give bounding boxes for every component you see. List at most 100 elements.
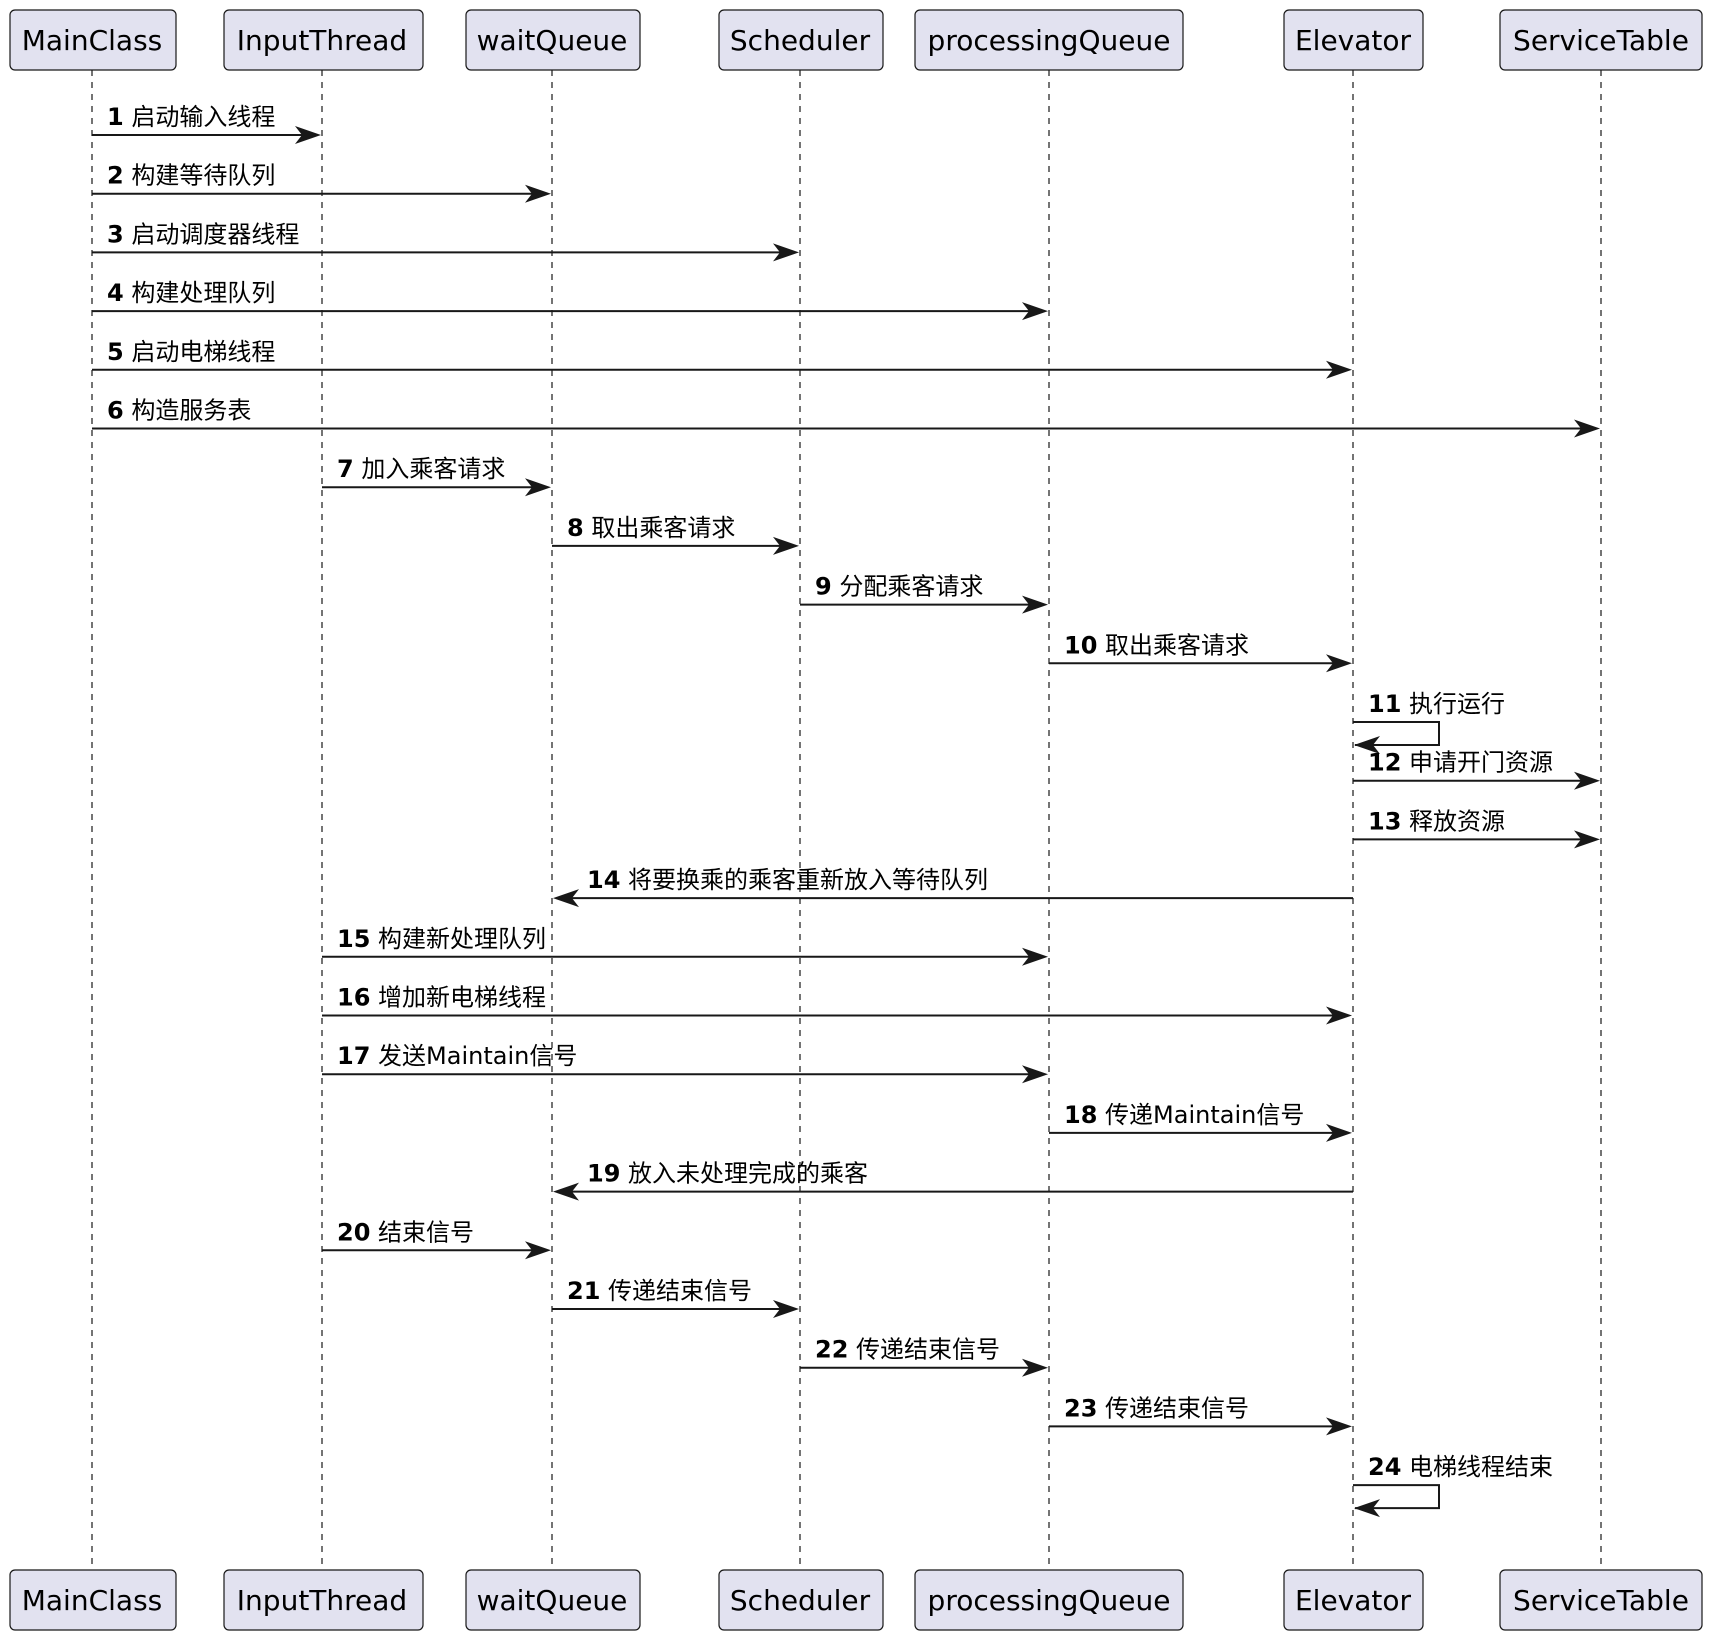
message-text: 传递结束信号 [1105,1394,1249,1422]
arrowhead [773,1300,799,1318]
arrowhead [1326,1417,1352,1436]
message-space [370,925,378,953]
message-label: 10 取出乘客请求 [1064,631,1249,659]
participant-inputthread-bottom: InputThread [223,1569,424,1631]
participant-box [718,9,884,71]
message-label: 4 构建处理队列 [107,279,275,307]
arrowhead [1574,419,1600,438]
message-label: 12 申请开门资源 [1368,749,1553,777]
participant-label: Scheduler [730,1584,871,1617]
participant-box [1499,9,1703,71]
message-space [124,162,132,190]
message-text: 启动电梯线程 [131,338,275,366]
message-4: 4 构建处理队列 [92,279,1048,321]
message-space [832,573,840,601]
message-space [620,866,628,894]
message-text: 启动调度器线程 [131,220,299,248]
message-label: 11 执行运行 [1368,690,1505,718]
arrowhead [1574,830,1600,849]
message-number: 19 [587,1160,620,1188]
message-number: 18 [1064,1101,1097,1129]
message-number: 5 [107,338,124,366]
participant-box [1499,1569,1703,1631]
message-label: 22 传递结束信号 [815,1336,1000,1364]
message-text: 取出乘客请求 [1105,631,1249,659]
participant-box [465,1569,641,1631]
arrowhead [1326,654,1352,673]
message-number: 23 [1064,1394,1097,1422]
message-14: 14 将要换乘的乘客重新放入等待队列 [553,866,1353,908]
arrowhead [525,1241,551,1260]
message-text: 释放资源 [1409,807,1505,835]
message-text: 传递结束信号 [856,1336,1000,1364]
message-number: 20 [337,1218,370,1246]
message-label: 24 电梯线程结束 [1368,1453,1553,1481]
participant-waitqueue-bottom: waitQueue [465,1569,641,1631]
lifelines [91,70,1602,1566]
message-space [1097,1101,1105,1129]
message-label: 1 启动输入线程 [107,103,275,131]
participant-label: processingQueue [928,1584,1171,1617]
message-text: 加入乘客请求 [361,455,505,483]
participant-mainclass-top: MainClass [9,9,177,71]
participant-box [9,1569,177,1631]
participant-label: MainClass [22,1584,163,1617]
participant-box [914,1569,1184,1631]
message-label: 14 将要换乘的乘客重新放入等待队列 [587,866,988,894]
message-21: 21 传递结束信号 [552,1277,799,1318]
message-10: 10 取出乘客请求 [1049,631,1352,673]
arrowhead [295,126,321,144]
message-space [124,397,132,425]
message-number: 3 [107,220,124,248]
message-label: 18 传递Maintain信号 [1064,1101,1304,1129]
message-number: 11 [1368,690,1401,718]
message-space [124,338,132,366]
message-number: 21 [567,1277,600,1305]
message-label: 17 发送Maintain信号 [337,1042,577,1070]
arrowhead [553,889,579,908]
message-text: 传递结束信号 [608,1277,752,1305]
arrowhead [1022,302,1048,321]
participant-label: InputThread [237,1584,407,1617]
message-text: 取出乘客请求 [591,514,735,542]
message-number: 14 [587,866,620,894]
participant-box [9,9,177,71]
message-15: 15 构建新处理队列 [322,925,1048,966]
participant-label: ServiceTable [1513,24,1689,57]
message-label: 21 传递结束信号 [567,1277,752,1305]
message-number: 4 [107,279,124,307]
arrowhead [1022,947,1048,966]
participants-bottom: MainClass InputThread waitQueue Scheduler pr… [9,1569,1703,1631]
participant-servicetable-bottom: ServiceTable [1499,1569,1703,1631]
participant-box [223,1569,424,1631]
message-number: 17 [337,1042,370,1070]
message-label: 13 释放资源 [1368,807,1505,835]
participant-box [914,9,1184,71]
message-space [1097,1394,1105,1422]
message-space [370,1218,378,1246]
message-space [848,1336,856,1364]
message-space [124,279,132,307]
arrowhead [1354,736,1380,754]
participant-label: waitQueue [477,24,628,57]
message-line [1353,1484,1440,1510]
participant-label: InputThread [237,24,407,57]
message-20: 20 结束信号 [322,1218,551,1260]
participant-elevator-top: Elevator [1283,9,1424,71]
arrowhead [1022,595,1048,614]
message-number: 9 [815,573,832,601]
message-line [1353,721,1440,746]
message-text: 发送Maintain信号 [378,1042,577,1070]
message-23: 23 传递结束信号 [1049,1394,1352,1436]
message-space [620,1160,628,1188]
message-9: 9 分配乘客请求 [800,573,1048,614]
participant-label: waitQueue [477,1584,628,1617]
message-space [370,984,378,1012]
message-text: 执行运行 [1409,690,1505,718]
participant-processingqueue-top: processingQueue [914,9,1184,71]
participant-box [465,9,641,71]
message-24: 24 电梯线程结束 [1353,1453,1553,1518]
message-label: 8 取出乘客请求 [567,514,735,542]
